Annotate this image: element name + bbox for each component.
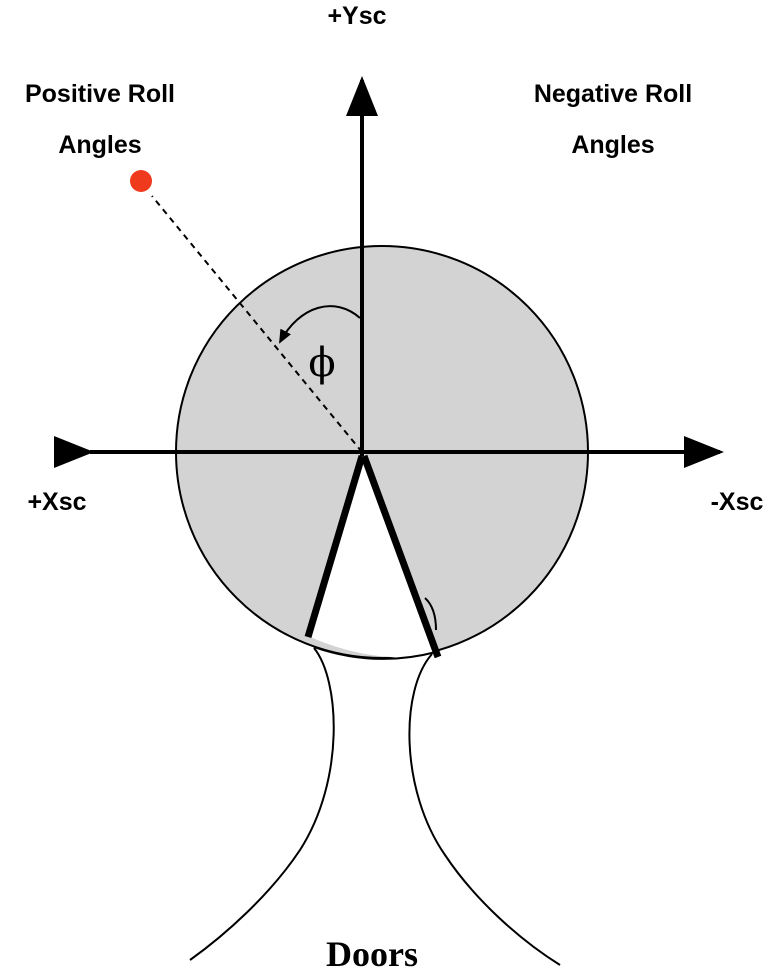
plus-ysc-label: +Ysc — [327, 2, 386, 30]
door-cone-right — [408, 653, 561, 966]
door-opening — [308, 455, 438, 658]
doors-label: Doors — [326, 934, 418, 973]
phi-angle-arc — [279, 305, 361, 344]
left-door-edge — [319, 569, 331, 606]
negative-roll-label-line1: Negative Roll — [534, 80, 692, 108]
negative-roll-label-line2: Angles — [571, 131, 654, 159]
door-cone-left — [189, 647, 335, 961]
phi-symbol: ϕ — [308, 340, 335, 386]
door-bottom-arc — [313, 646, 437, 660]
right-door-edge — [424, 597, 437, 631]
plus-xsc-label: +Xsc — [27, 488, 86, 516]
positive-roll-label-line1: Positive Roll — [25, 80, 175, 108]
positive-roll-label-line2: Angles — [58, 131, 141, 159]
right-door-flap — [360, 454, 442, 659]
left-door-flap — [304, 454, 366, 639]
target-marker — [130, 170, 152, 192]
minus-xsc-label: -Xsc — [711, 488, 764, 516]
roll-direction-line — [151, 195, 363, 453]
